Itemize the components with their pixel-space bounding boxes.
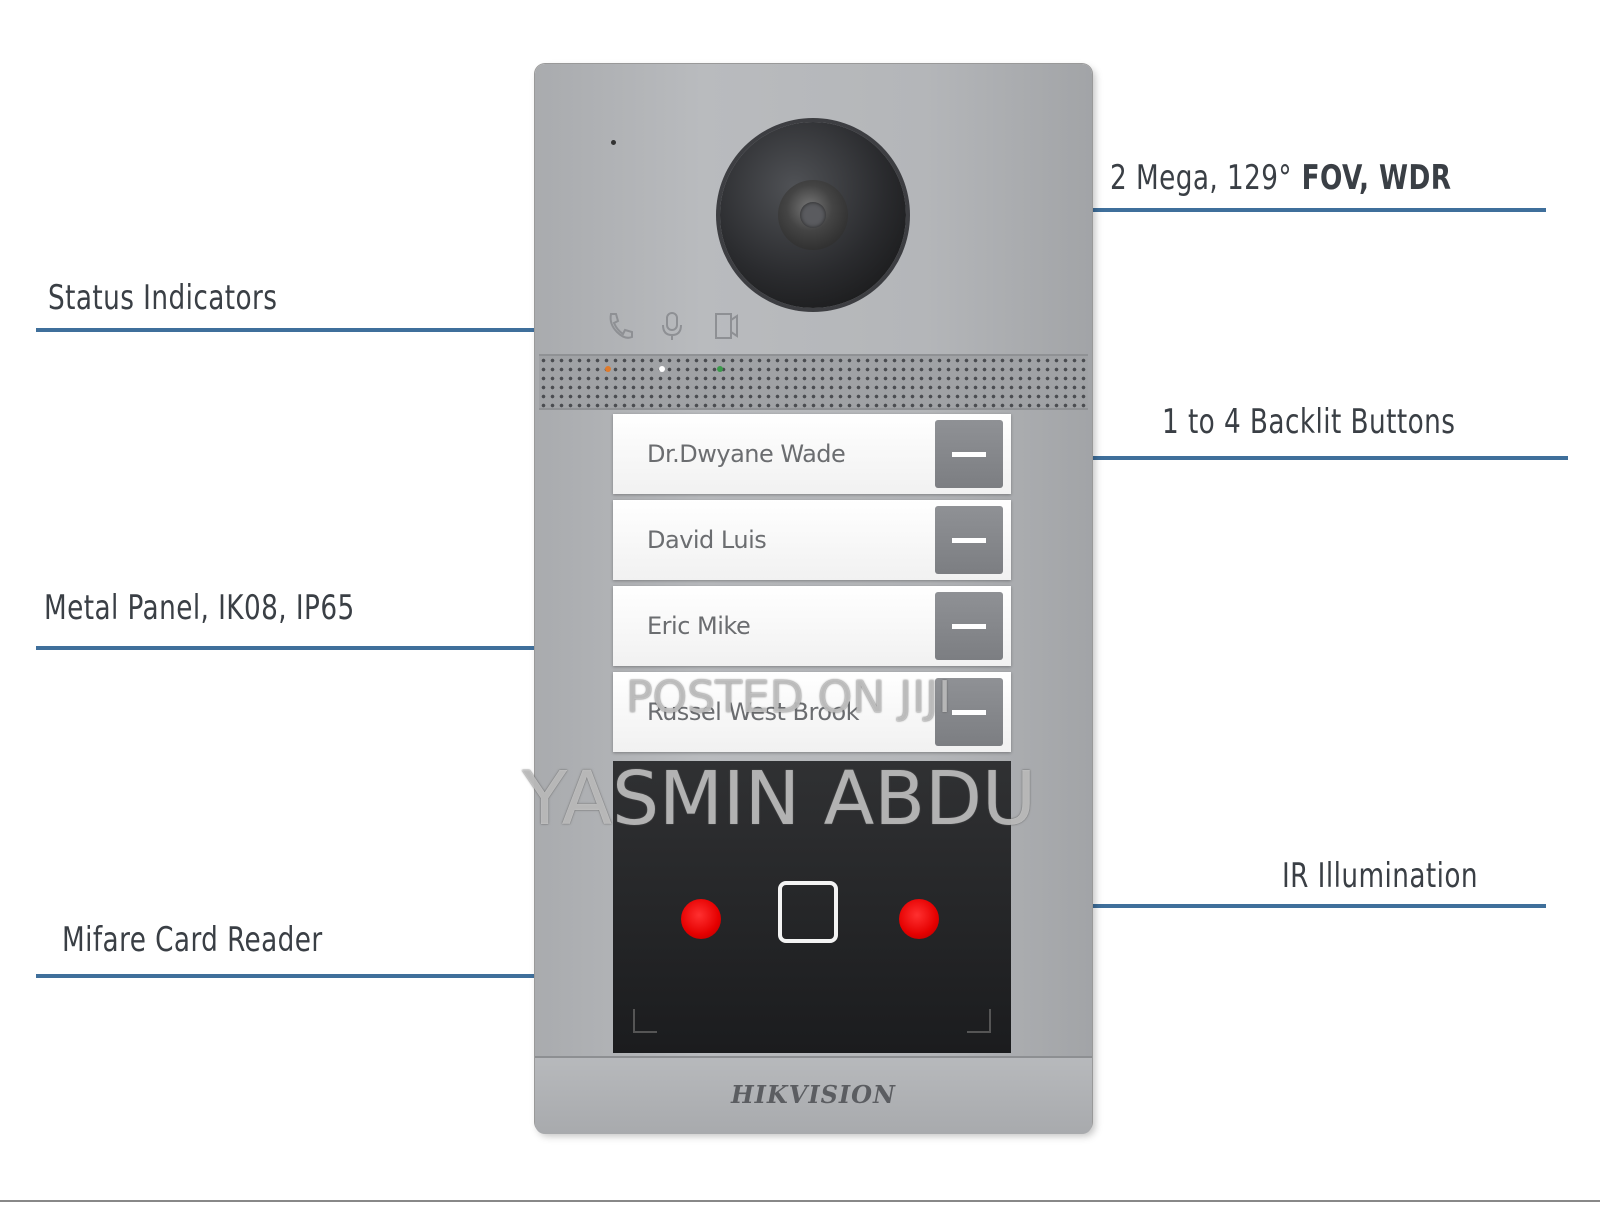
- camera-lens-icon: [778, 180, 848, 250]
- bottom-divider: [0, 1200, 1600, 1202]
- status-led-green: [717, 366, 723, 372]
- device-footer: HIKVISION: [535, 1056, 1092, 1134]
- status-led-orange: [605, 366, 611, 372]
- metal-panel-label: Metal Panel, IK08, IP65: [44, 588, 355, 628]
- call-button-key[interactable]: [935, 506, 1003, 574]
- camera-callout-regular: 2 Mega, 129°: [1110, 158, 1293, 198]
- call-button-row[interactable]: David Luis: [613, 500, 1011, 580]
- corner-mark: [967, 1009, 991, 1033]
- watermark-line-2: YASMIN ABDU: [522, 756, 1037, 842]
- watermark-line-1: POSTED ON JIJI: [626, 672, 952, 723]
- backlit-buttons-leader-line: [996, 456, 1568, 460]
- resident-name: Russel West Brook: [647, 698, 860, 726]
- resident-name: David Luis: [647, 526, 767, 554]
- status-led-white: [659, 366, 665, 372]
- call-button-row[interactable]: Eric Mike: [613, 586, 1011, 666]
- status-indicators-label: Status Indicators: [48, 278, 278, 318]
- backlit-buttons-label: 1 to 4 Backlit Buttons: [1162, 402, 1456, 442]
- call-button-row[interactable]: Dr.Dwyane Wade: [613, 414, 1011, 494]
- status-indicators-leader-line: [36, 328, 558, 332]
- call-button-key[interactable]: [935, 678, 1003, 746]
- camera-callout-bold: FOV, WDR: [1292, 158, 1452, 198]
- door-icon: [715, 313, 738, 339]
- corner-mark: [633, 1009, 657, 1033]
- camera-leader-line: [888, 208, 1546, 212]
- phone-icon: [609, 313, 633, 339]
- brand-logo: HIKVISION: [730, 1080, 896, 1109]
- card-reader-icon: [778, 881, 838, 943]
- resident-name: Eric Mike: [647, 612, 751, 640]
- speaker-grille: [539, 354, 1088, 410]
- call-button-key[interactable]: [935, 420, 1003, 488]
- camera-module: [720, 122, 906, 308]
- call-button-row[interactable]: Russel West Brook: [613, 672, 1011, 752]
- call-button-key[interactable]: [935, 592, 1003, 660]
- intercom-device: Dr.Dwyane Wade David Luis Eric Mike Russ…: [535, 64, 1092, 1134]
- card-reader-leader-line: [36, 974, 676, 978]
- metal-panel-leader-line: [36, 646, 558, 650]
- microphone-hole: [611, 140, 616, 145]
- microphone-icon: [662, 312, 682, 340]
- ir-led-right: [899, 899, 939, 939]
- ir-illumination-leader-line: [978, 904, 1546, 908]
- camera-callout-label: 2 Mega, 129° FOV, WDR: [1110, 158, 1451, 198]
- resident-name: Dr.Dwyane Wade: [647, 440, 846, 468]
- card-reader-panel[interactable]: [613, 761, 1011, 1053]
- card-reader-label: Mifare Card Reader: [62, 920, 323, 960]
- ir-illumination-label: IR Illumination: [1282, 856, 1478, 896]
- ir-led-left: [681, 899, 721, 939]
